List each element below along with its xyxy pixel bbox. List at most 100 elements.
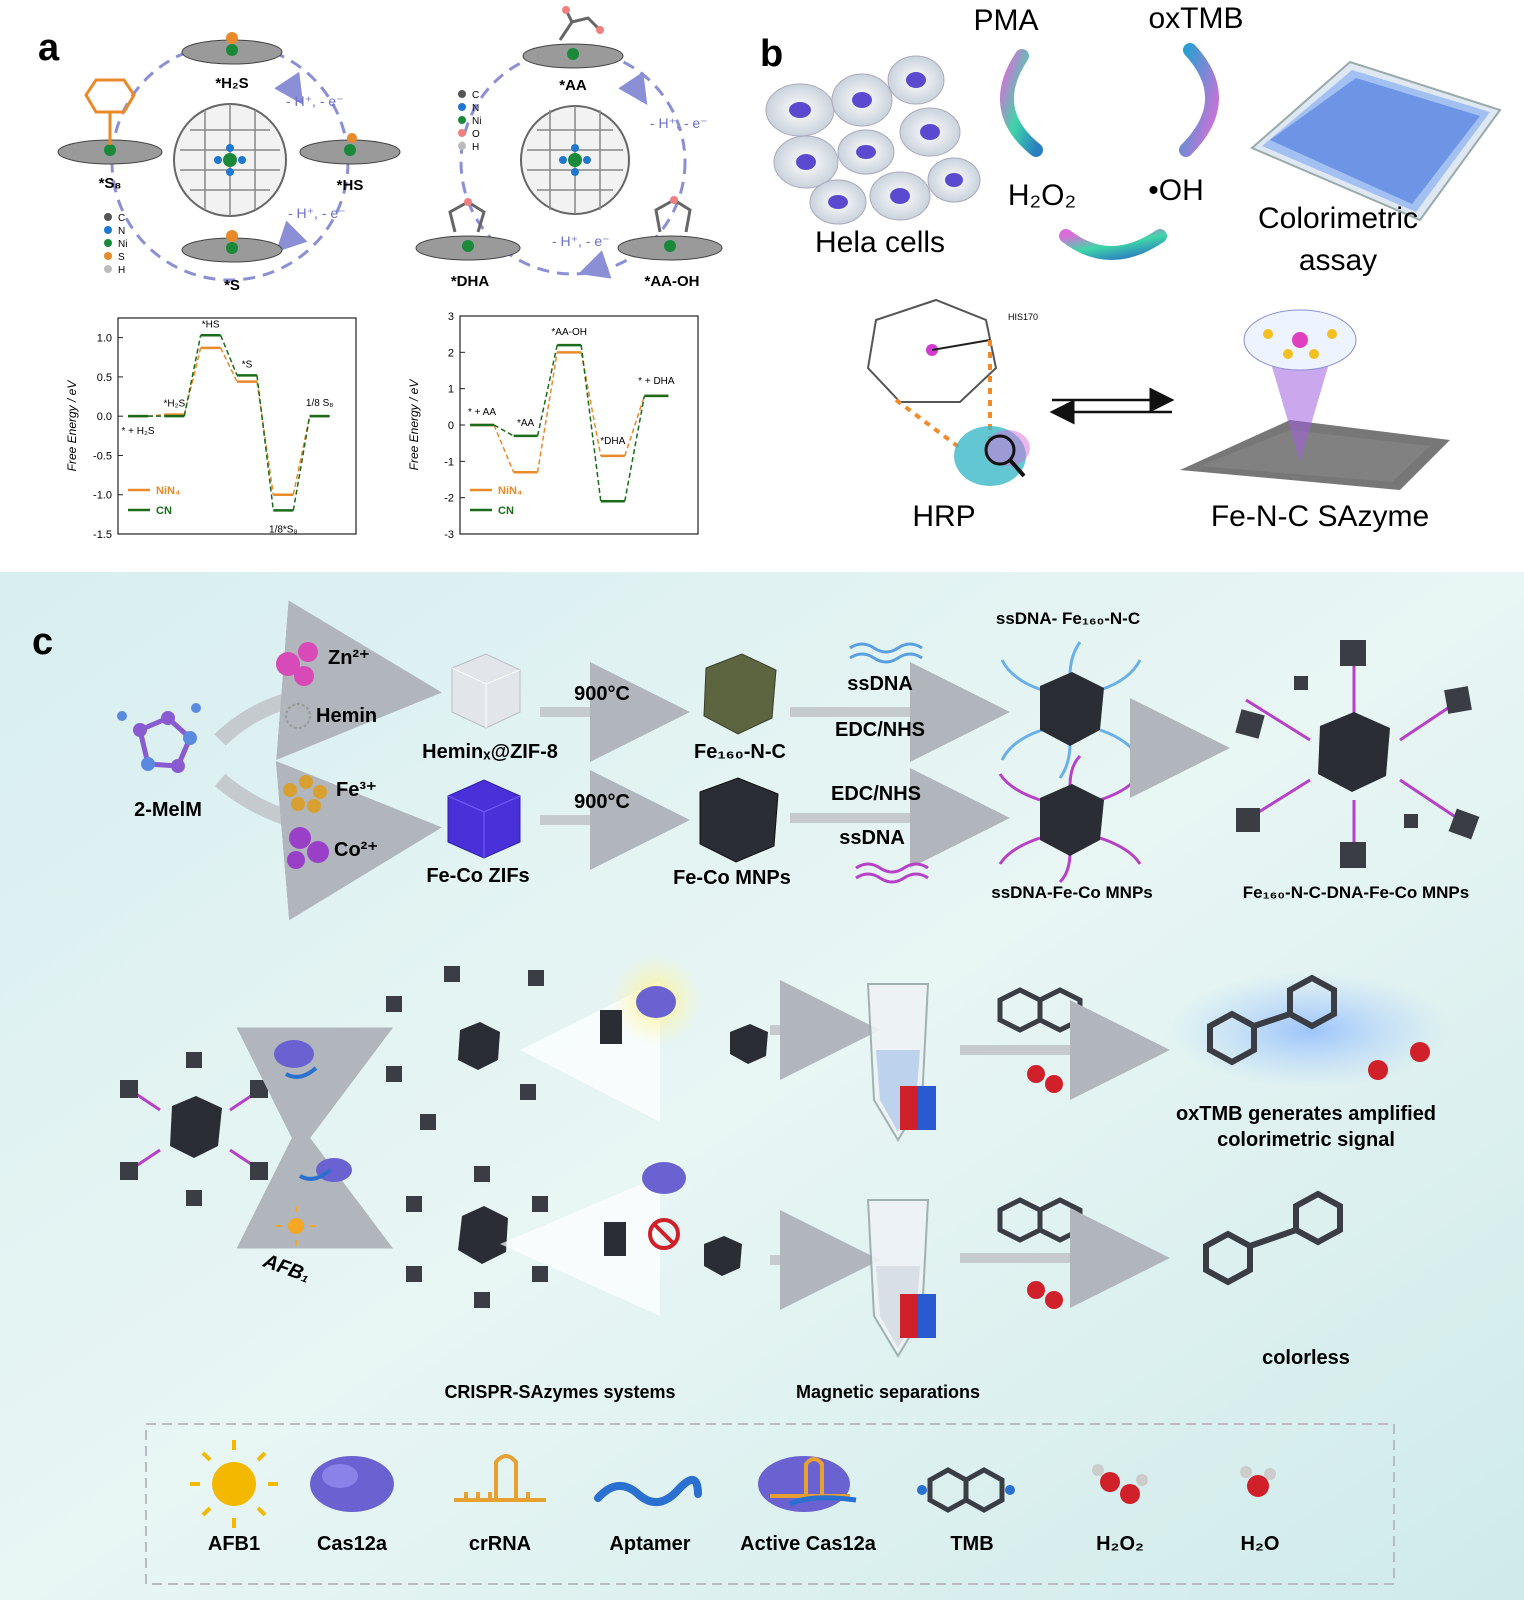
legend-entry: H [118, 265, 125, 276]
crrna-icon [454, 1454, 546, 1502]
step-label: *AA [517, 418, 535, 429]
y-tick-label: 2 [448, 347, 454, 359]
sheet-dha [415, 198, 521, 261]
atom-legend-left: C N Ni S H [104, 213, 127, 276]
sheet-h2s [181, 32, 283, 65]
cycle-arrow [275, 220, 308, 253]
oxtmb-product [1170, 972, 1450, 1088]
y-tick-label: -1 [444, 456, 454, 468]
panel-b-label: b [760, 33, 783, 75]
dense-assembly [406, 1166, 548, 1308]
zoom-blocked [500, 1162, 742, 1316]
legend-label: H₂O [1241, 1533, 1280, 1555]
y-tick-label: 0 [448, 420, 454, 432]
composite-label: Fe₁₆₀-N-C-DNA-Fe-Co MNPs [1243, 883, 1469, 902]
melm-label: 2-MelM [134, 799, 202, 821]
arrow-detection-positive [236, 1027, 394, 1153]
zn-label: Zn²⁺ [328, 647, 370, 669]
tube-positive [866, 983, 936, 1142]
right-cycle: *AA *DHA *AA-OH - H⁺, - e⁻ - H⁺, - e⁻ C … [415, 6, 723, 290]
arrow-label: - H⁺, - e⁻ [286, 93, 344, 109]
cycle-arrow [274, 71, 304, 105]
tmb-reagents-top [997, 987, 1083, 1093]
panel-b: b Hela cells PMA oxTMB H₂O₂ •OH Colorime… [760, 2, 1502, 533]
ssdna-strand-blue [849, 642, 923, 654]
y-tick-label: 1.0 [97, 333, 112, 345]
ssdna-strand-blue [849, 652, 923, 664]
cycle-arrow-right [1179, 43, 1219, 157]
his-label: HIS170 [1008, 312, 1038, 322]
ssdna-label-top: ssDNA [847, 673, 913, 695]
route-arrow-top [214, 600, 442, 760]
edc-label-top: EDC/NHS [835, 719, 925, 741]
cas12a-icon [310, 1456, 394, 1512]
step-label: *H₂S [163, 399, 185, 410]
species-label: *DHA [451, 273, 490, 290]
active-cas12a-icon [758, 1456, 857, 1512]
afb1-sun-small [276, 1206, 316, 1246]
zoom-cleavage [520, 954, 768, 1122]
zn-ions [276, 642, 318, 686]
y-tick-label: 1 [448, 384, 454, 396]
hemin-label: Hemin [316, 705, 377, 727]
energy-connector [493, 424, 514, 437]
y-axis-label: Free Energy / eV [65, 380, 79, 472]
legend-entry: Ni [472, 116, 481, 127]
temp-label-top: 900°C [574, 683, 630, 705]
zif8-crystal [451, 653, 521, 729]
legend-label: NiN₄ [156, 485, 180, 497]
step-label: * + DHA [638, 376, 675, 387]
legend-entry: N [472, 103, 479, 114]
legend-entry: S [118, 252, 125, 263]
energy-connector [624, 395, 646, 457]
hrp-structure-image [866, 298, 1030, 486]
fe-co-zifs-label: Fe-Co ZIFs [426, 865, 529, 887]
composite-assembly [1235, 640, 1480, 868]
tmb-icon [917, 1467, 1015, 1513]
ssdna-fe-co-particle [998, 754, 1142, 884]
y-tick-label: -3 [444, 529, 454, 541]
legend-entry: O [472, 129, 480, 140]
energy-connector [183, 335, 202, 417]
fe-co-mnp-particle [699, 777, 779, 863]
legend-entry: C [472, 90, 479, 101]
cycle-arrow [618, 71, 648, 105]
y-tick-label: -2 [444, 493, 454, 505]
h2o-icon [1240, 1466, 1276, 1497]
step-label: *S [242, 359, 253, 370]
y-axis-label: Free Energy / eV [407, 379, 421, 471]
species-label: *AA [559, 77, 587, 94]
species-label: *HS [337, 177, 364, 194]
aptamer-icon [594, 1476, 702, 1506]
legend-entry: Ni [118, 239, 127, 250]
fe160-label: Fe₁₆₀-N-C [694, 741, 786, 763]
legend-label: CN [156, 505, 172, 517]
legend-label: Active Cas12a [740, 1533, 877, 1555]
hela-cells-image [765, 55, 981, 225]
sazyme-image [1180, 309, 1450, 490]
y-tick-label: -1.5 [93, 529, 112, 541]
temp-label-bottom: 900°C [574, 791, 630, 813]
legend-label: H₂O₂ [1096, 1533, 1144, 1555]
arrow-label: - H⁺, - e⁻ [288, 205, 346, 221]
ssdna-strand-purple [855, 872, 929, 884]
assay-label-line2: assay [1299, 244, 1377, 277]
y-tick-label: 0.0 [97, 411, 112, 423]
step-label: * + AA [468, 407, 496, 418]
colorless-label: colorless [1262, 1347, 1350, 1369]
crispr-label: CRISPR-SAzymes systems [444, 1382, 675, 1402]
panel-c-label: c [32, 621, 53, 663]
ssdna-fe160-label: ssDNA- Fe₁₆₀-N-C [996, 609, 1140, 628]
energy-connector [624, 395, 646, 502]
oxtmb-label: oxTMB [1148, 2, 1243, 35]
step-label: *HS [202, 319, 220, 330]
legend-label: TMB [950, 1533, 993, 1555]
legend-label: Cas12a [317, 1533, 388, 1555]
step-label: 1/8*S₈ [269, 524, 298, 535]
sheet-aa-oh [617, 196, 723, 261]
signal-label-line2: colorimetric signal [1217, 1129, 1395, 1151]
legend-label: crRNA [469, 1533, 531, 1555]
panel-a: a *H₂S * [38, 6, 723, 541]
